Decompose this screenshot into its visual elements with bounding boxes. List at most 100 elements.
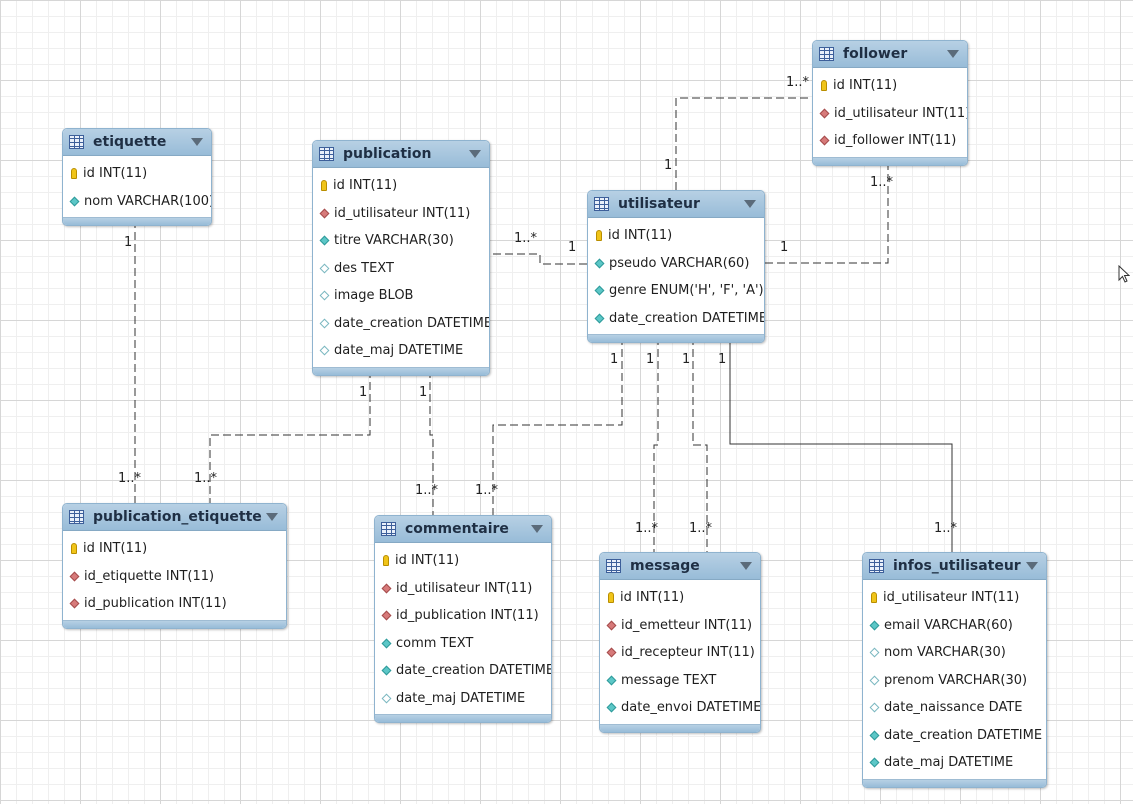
- relationship-utilisateur-follower[interactable]: 11..*: [765, 160, 894, 264]
- column-row[interactable]: titre VARCHAR(30): [313, 227, 489, 255]
- column-row[interactable]: id_publication INT(11): [63, 590, 286, 618]
- table-header[interactable]: utilisateur: [588, 191, 764, 218]
- relationship-line[interactable]: [675, 97, 812, 190]
- foreign-key-icon: [606, 620, 617, 631]
- collapse-caret-icon[interactable]: [191, 138, 203, 146]
- relationship-line[interactable]: [692, 337, 708, 552]
- column-row[interactable]: date_creation DATETIME: [588, 305, 764, 333]
- column-row[interactable]: id INT(11): [813, 72, 967, 100]
- collapse-caret-icon[interactable]: [266, 513, 278, 521]
- column-row[interactable]: id_recepteur INT(11): [600, 639, 760, 667]
- collapse-caret-icon[interactable]: [947, 50, 959, 58]
- table-follower[interactable]: follower id INT(11)id_utilisateur INT(11)…: [812, 40, 968, 166]
- column-row[interactable]: id_emetteur INT(11): [600, 612, 760, 640]
- collapse-caret-icon[interactable]: [1026, 562, 1038, 570]
- cardinality-label: 1: [646, 352, 654, 367]
- cardinality-label: 1: [718, 352, 726, 367]
- column-label: date_maj DATETIME: [334, 343, 464, 359]
- table-publication[interactable]: publication id INT(11)id_utilisateur INT(…: [312, 140, 490, 376]
- column-row[interactable]: date_naissance DATE: [863, 694, 1046, 722]
- primary-key-icon: [71, 543, 77, 555]
- column-row[interactable]: id INT(11): [375, 547, 551, 575]
- column-row[interactable]: id INT(11): [63, 535, 286, 563]
- relationship-utilisateur-message[interactable]: 11..*: [682, 337, 713, 552]
- relationship-line[interactable]: [209, 370, 371, 503]
- collapse-caret-icon[interactable]: [740, 562, 752, 570]
- table-header[interactable]: follower: [813, 41, 967, 68]
- column-row[interactable]: id_utilisateur INT(11): [313, 200, 489, 228]
- column-row[interactable]: id_follower INT(11): [813, 127, 967, 155]
- column-row[interactable]: pseudo VARCHAR(60): [588, 250, 764, 278]
- relationship-line[interactable]: [490, 253, 587, 265]
- column-row[interactable]: prenom VARCHAR(30): [863, 667, 1046, 695]
- cardinality-label: 1..*: [689, 521, 713, 536]
- column-row[interactable]: id_utilisateur INT(11): [863, 584, 1046, 612]
- collapse-caret-icon[interactable]: [744, 200, 756, 208]
- column-row[interactable]: id INT(11): [313, 172, 489, 200]
- column-label: comm TEXT: [396, 635, 474, 651]
- column-row[interactable]: image BLOB: [313, 282, 489, 310]
- relationship-utilisateur-message[interactable]: 1 1..*: [635, 337, 659, 552]
- table-header[interactable]: message: [600, 553, 760, 580]
- column-row[interactable]: genre ENUM('H', 'F', 'A'): [588, 277, 764, 305]
- relationship-utilisateur-follower[interactable]: 11..*: [664, 75, 812, 190]
- column-row[interactable]: date_maj DATETIME: [313, 337, 489, 365]
- table-header[interactable]: publication_etiquette: [63, 504, 286, 531]
- cardinality-label: 1..*: [635, 521, 659, 536]
- table-infos-utilisateur[interactable]: infos_utilisateur id_utilisateur INT(11) e…: [862, 552, 1047, 788]
- column-list: id INT(11)nom VARCHAR(100): [63, 156, 211, 217]
- column-row[interactable]: nom VARCHAR(30): [863, 639, 1046, 667]
- column-row[interactable]: id INT(11): [63, 160, 211, 188]
- relationship-utilisateur-commentaire[interactable]: 11..*: [475, 337, 623, 515]
- column-row[interactable]: id_publication INT(11): [375, 602, 551, 630]
- table-message[interactable]: message id INT(11)id_emetteur INT(11)id_r…: [599, 552, 761, 733]
- table-commentaire[interactable]: commentaire id INT(11)id_utilisateur INT(…: [374, 515, 552, 723]
- column-row[interactable]: date_creation DATETIME: [313, 310, 489, 338]
- column-row[interactable]: email VARCHAR(60): [863, 612, 1046, 640]
- relationship-utilisateur-publication[interactable]: 11..*: [490, 231, 587, 265]
- cardinality-label: 1: [124, 235, 132, 250]
- nullable-column-icon: [381, 693, 392, 704]
- collapse-caret-icon[interactable]: [469, 150, 481, 158]
- not-null-column-icon: [869, 620, 880, 631]
- table-title: publication: [343, 146, 432, 162]
- column-row[interactable]: date_maj DATETIME: [375, 685, 551, 713]
- relationship-line[interactable]: [653, 337, 659, 552]
- table-header[interactable]: commentaire: [375, 516, 551, 543]
- column-label: date_creation DATETIME: [884, 727, 1043, 743]
- column-label: id_follower INT(11): [834, 133, 957, 149]
- table-utilisateur[interactable]: utilisateur id INT(11)pseudo VARCHAR(60)g…: [587, 190, 765, 343]
- column-label: id_utilisateur INT(11): [883, 590, 1020, 606]
- relationship-publication-publication_etiquette[interactable]: 11..*: [194, 370, 371, 503]
- column-row[interactable]: id_utilisateur INT(11): [375, 575, 551, 603]
- relationship-line[interactable]: [765, 160, 889, 264]
- column-row[interactable]: date_maj DATETIME: [863, 749, 1046, 777]
- cardinality-label: 1: [780, 240, 788, 255]
- relationship-line[interactable]: [429, 370, 434, 515]
- column-row[interactable]: id INT(11): [588, 222, 764, 250]
- column-row[interactable]: id_etiquette INT(11): [63, 563, 286, 591]
- column-row[interactable]: date_creation DATETIME: [863, 722, 1046, 750]
- column-label: date_creation DATETIME: [334, 315, 490, 331]
- relationship-utilisateur-infos_utilisateur[interactable]: 11..*: [718, 337, 958, 552]
- relationship-line[interactable]: [492, 337, 623, 515]
- relationship-etiquette-publication_etiquette[interactable]: 11..*: [118, 220, 142, 503]
- column-row[interactable]: id_utilisateur INT(11): [813, 100, 967, 128]
- table-header[interactable]: publication: [313, 141, 489, 168]
- column-row[interactable]: des TEXT: [313, 255, 489, 283]
- table-icon: [606, 559, 621, 573]
- column-label: date_maj DATETIME: [396, 690, 526, 706]
- column-row[interactable]: message TEXT: [600, 667, 760, 695]
- column-row[interactable]: comm TEXT: [375, 630, 551, 658]
- column-row[interactable]: id INT(11): [600, 584, 760, 612]
- relationship-publication-commentaire[interactable]: 11..*: [415, 370, 439, 515]
- relationship-line[interactable]: [729, 337, 953, 552]
- table-header[interactable]: infos_utilisateur: [863, 553, 1046, 580]
- collapse-caret-icon[interactable]: [531, 525, 543, 533]
- column-row[interactable]: date_envoi DATETIME: [600, 694, 760, 722]
- table-header[interactable]: etiquette: [63, 129, 211, 156]
- column-row[interactable]: date_creation DATETIME: [375, 657, 551, 685]
- column-row[interactable]: nom VARCHAR(100): [63, 188, 211, 216]
